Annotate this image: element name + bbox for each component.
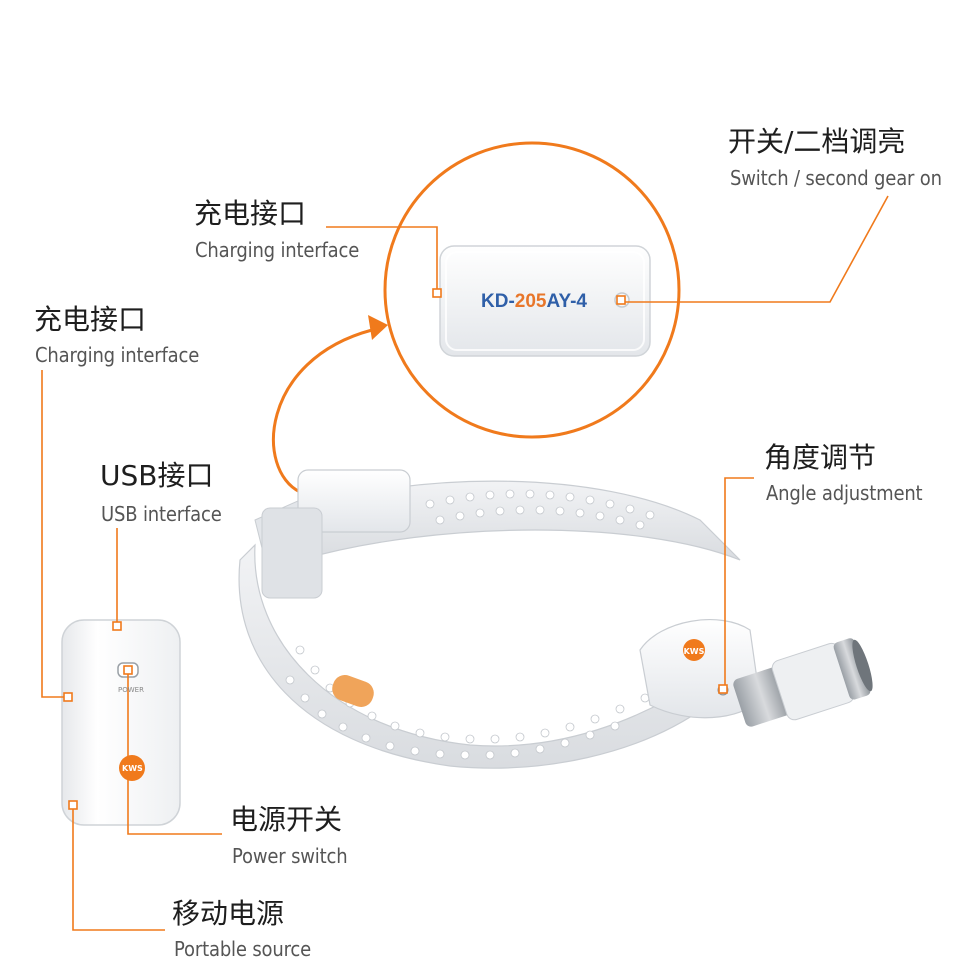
model-code: 205	[514, 291, 547, 312]
usb-label-en: USB interface	[101, 502, 222, 526]
marker-switch-icon	[616, 295, 626, 305]
charging-left-label-zh: 充电接口	[34, 303, 147, 336]
marker-portable-icon	[68, 800, 78, 810]
portable-label-en: Portable source	[174, 937, 312, 961]
charging-left-label-en: Charging interface	[35, 343, 200, 367]
power-switch-label-zh: 电源开关	[230, 803, 343, 836]
angle-label-en: Angle adjustment	[766, 481, 923, 505]
charging-top-label-zh: 充电接口	[194, 197, 307, 230]
leader-markers	[63, 288, 728, 810]
curved-arrow-icon	[272, 328, 373, 494]
switch-label-en: Switch / second gear on	[730, 166, 942, 190]
zoom-device-model: KD-205AY-4	[481, 291, 587, 313]
power-bank	[61, 619, 181, 826]
lamp-logo-icon	[683, 639, 705, 661]
marker-charging-top-icon	[432, 288, 442, 298]
usb-label-zh: USB接口	[100, 459, 214, 492]
angle-label-zh: 角度调节	[764, 441, 877, 474]
model-suffix: AY-4	[546, 291, 587, 312]
portable-label-zh: 移动电源	[172, 897, 285, 930]
zoom-device	[439, 245, 651, 357]
power-bank-power-label: POWER	[118, 686, 144, 694]
marker-charging-left-icon	[63, 692, 73, 702]
lamp-assembly: KWS	[639, 619, 873, 727]
charging-top-label-en: Charging interface	[195, 238, 360, 262]
power-bank-logo-text: KWS	[122, 764, 143, 773]
switch-label-zh: 开关/二档调亮	[728, 125, 906, 158]
zoom-circle	[383, 141, 681, 439]
model-prefix: KD-	[481, 291, 515, 312]
arrow-head-icon	[368, 315, 388, 340]
svg-text:KWS: KWS	[684, 647, 705, 656]
power-bank-logo-icon	[119, 755, 145, 781]
power-switch-label-en: Power switch	[232, 844, 348, 868]
marker-angle-icon	[718, 684, 728, 694]
marker-power-switch-icon	[123, 665, 133, 675]
leader-lines	[41, 195, 889, 931]
marker-usb-icon	[112, 621, 122, 631]
headband	[238, 469, 741, 769]
